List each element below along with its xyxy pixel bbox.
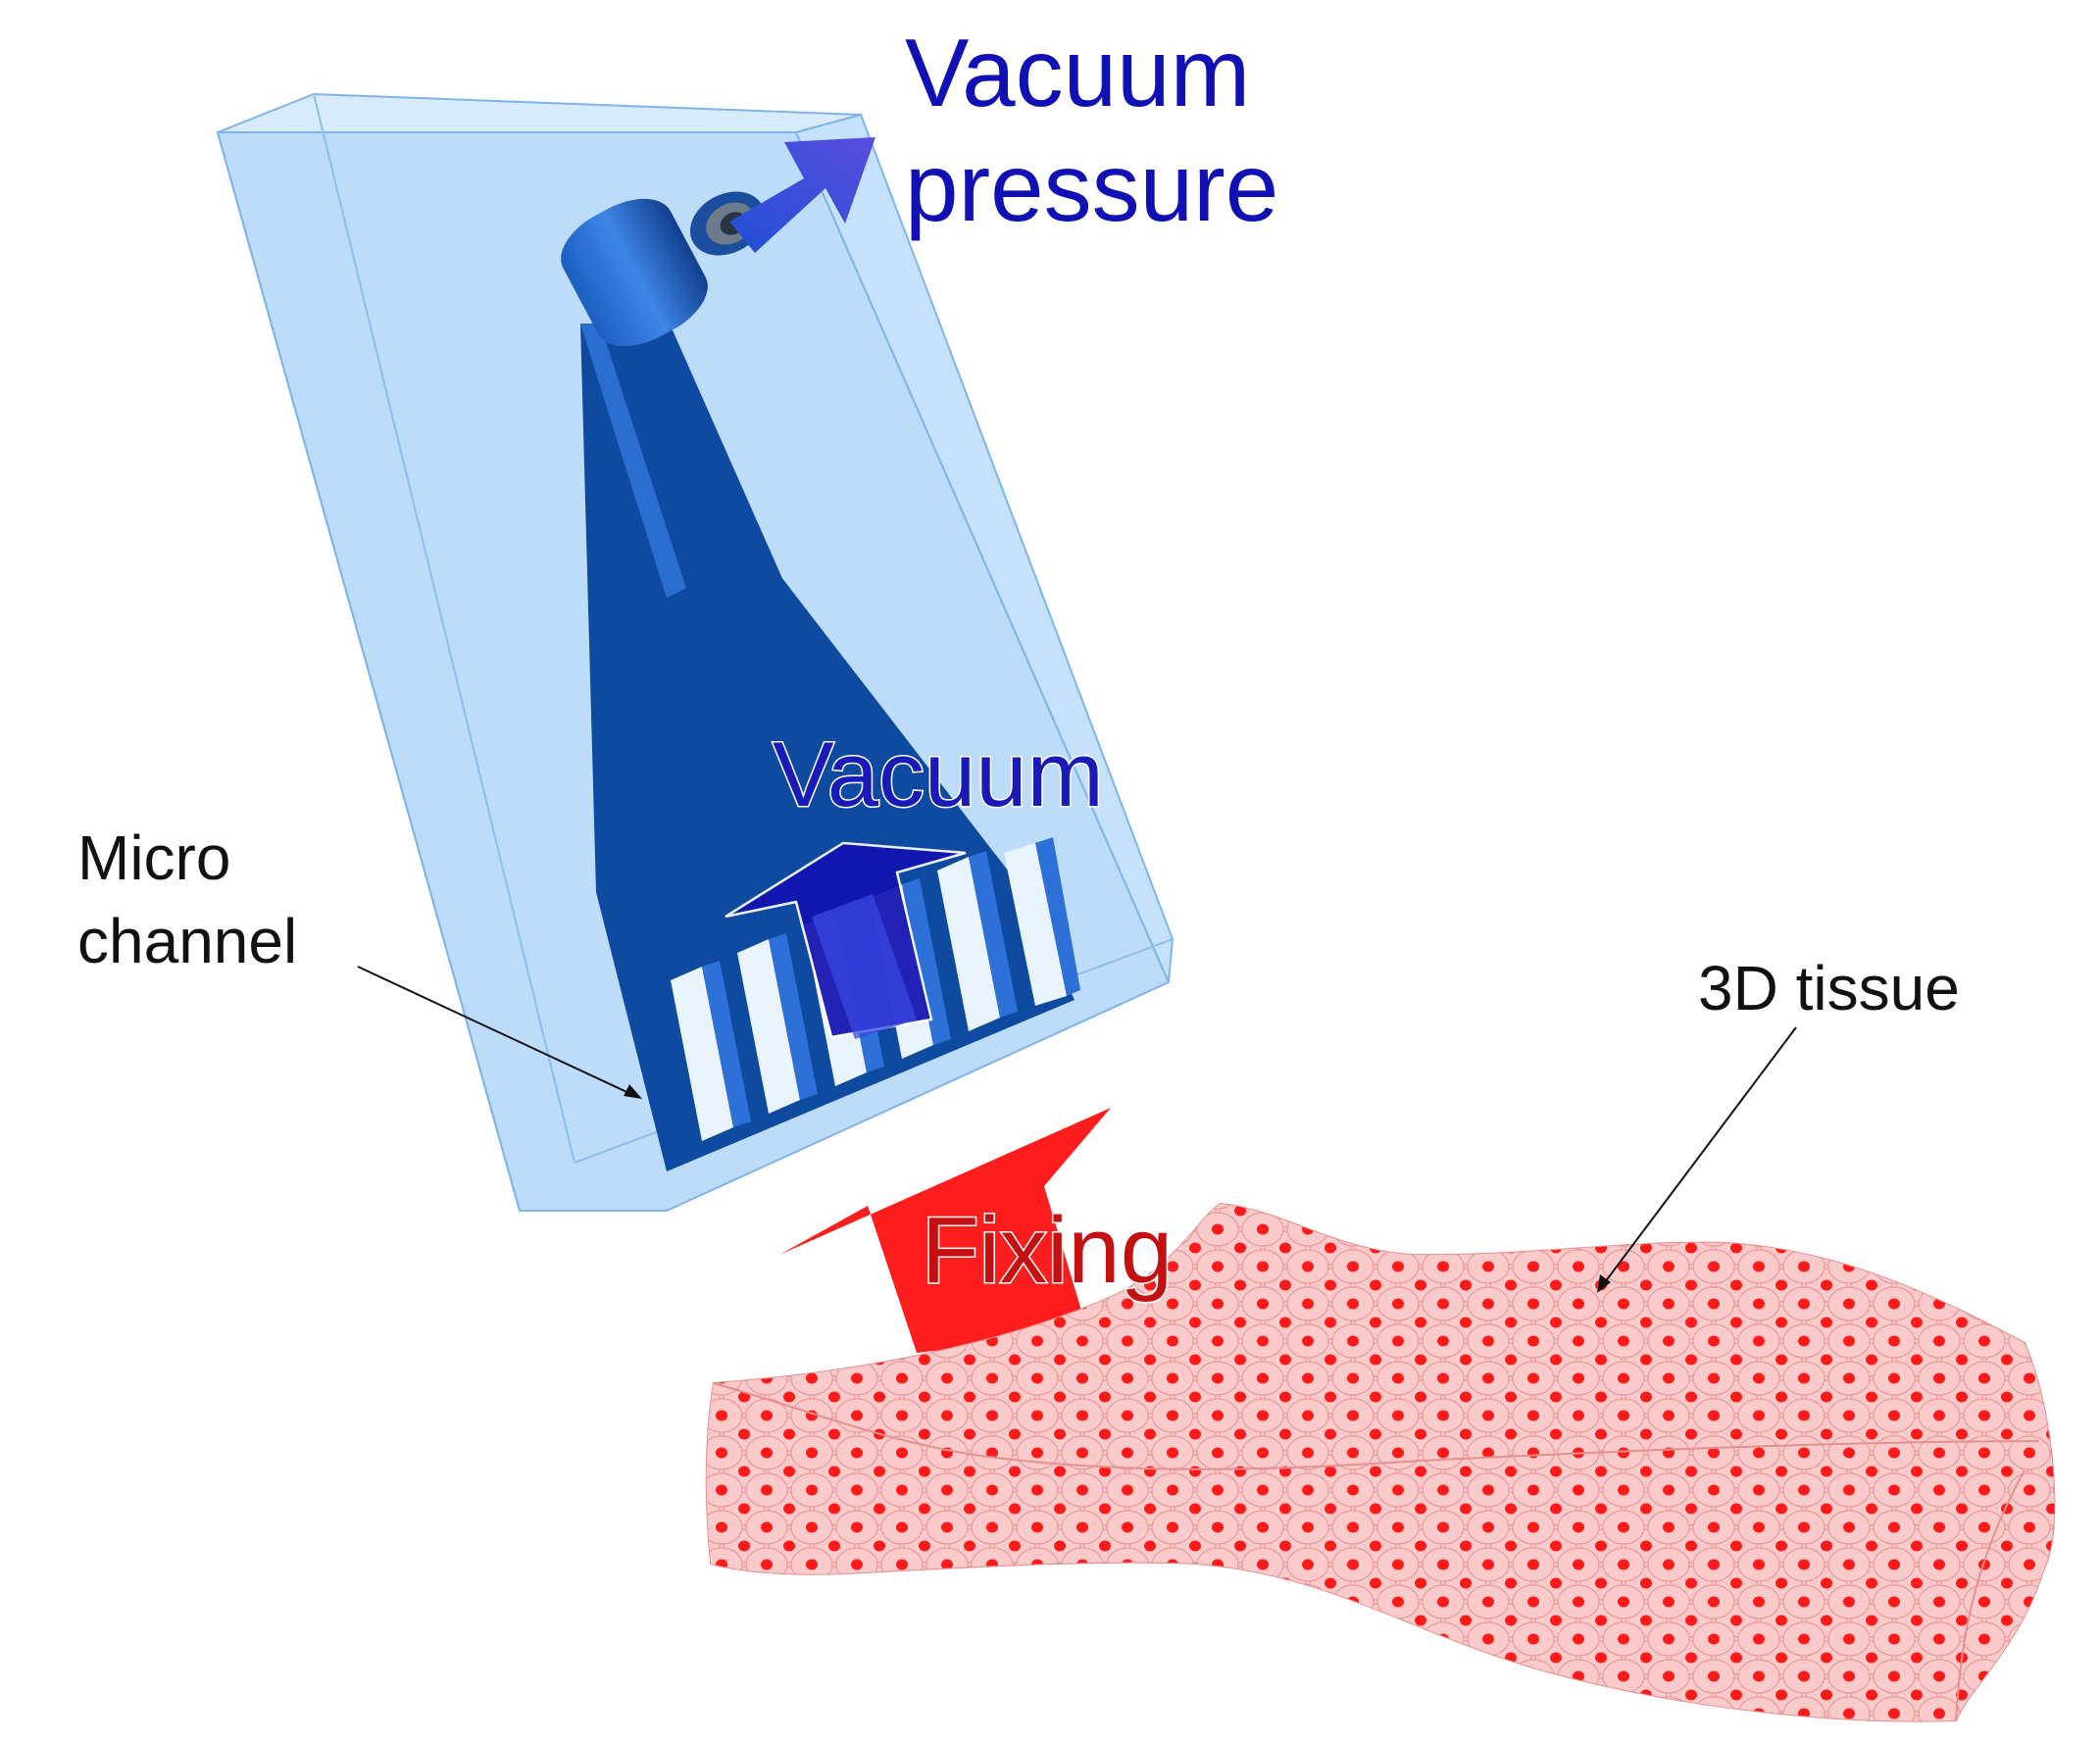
micro-channel-leader: [357, 966, 642, 1099]
channel-neck-shade: [580, 324, 686, 598]
vacuum-pressure-label-line2: pressure: [905, 133, 1278, 241]
device-edge: [217, 131, 521, 1212]
tissue-leader: [1597, 1026, 1797, 1293]
vacuum-label: Vacuum: [773, 722, 1104, 825]
fixing-label: Fixing: [922, 1198, 1173, 1303]
vacuum-arrow: [725, 841, 967, 1039]
vacuum-pressure-arrow: [729, 137, 875, 253]
vacuum-pressure-label-line1: Vacuum: [905, 19, 1250, 126]
micro-channel-label-line2: channel: [77, 906, 297, 976]
device-edge: [313, 93, 575, 1164]
fixing-arrow: [779, 1108, 1111, 1353]
tissue-fold-line: [713, 1382, 2040, 1470]
outlet-tube: [561, 191, 766, 347]
tissue-fold-line: [1955, 1469, 2025, 1721]
tissue-label: 3D tissue: [1698, 953, 1960, 1023]
micro-channel-label-line1: Micro: [77, 822, 230, 893]
channel-funnel: [580, 324, 1075, 1171]
